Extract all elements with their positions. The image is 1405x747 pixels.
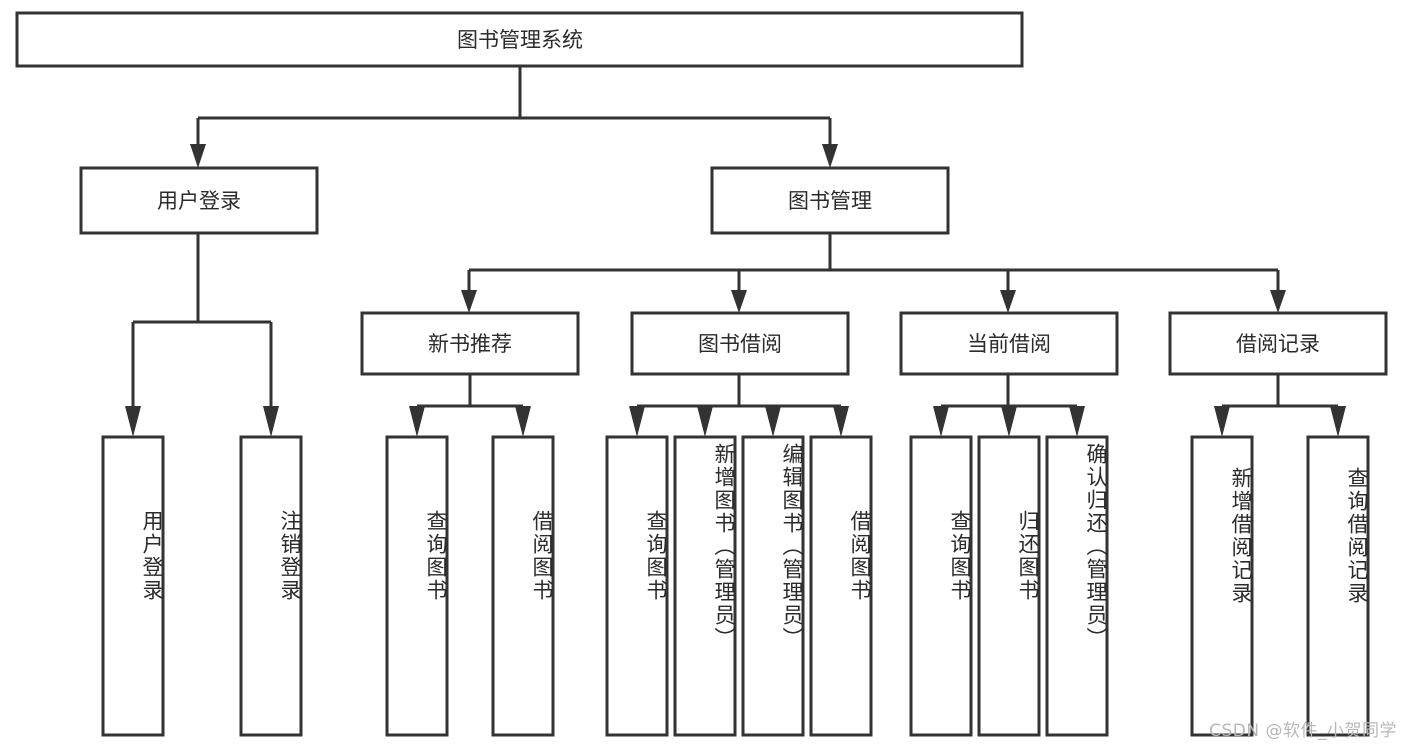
label-new-book-recommend: 新书推荐 xyxy=(428,332,512,356)
leaf-borrow-edit-admin[interactable] xyxy=(741,435,805,737)
arrow-borrow-leaf-1 xyxy=(629,406,645,437)
node-current-borrow[interactable] xyxy=(899,311,1119,376)
leaf-borrow-borrow[interactable] xyxy=(809,435,873,737)
arrow-new-book-leaf-1 xyxy=(409,406,425,437)
label-root-system: 图书管理系统 xyxy=(457,28,583,52)
leaf-record-add[interactable] xyxy=(1190,435,1254,737)
label-borrow-record: 借阅记录 xyxy=(1236,332,1320,356)
arrow-new-book-leaf-2 xyxy=(515,406,531,437)
node-book-management[interactable] xyxy=(710,166,950,235)
arrow-root-to-book-mgmt xyxy=(822,144,838,168)
leaf-user-login-login[interactable] xyxy=(101,435,165,737)
leaf-current-confirm-admin[interactable] xyxy=(1045,435,1109,737)
leaf-user-login-logout[interactable] xyxy=(239,435,303,737)
leaf-borrow-add-admin[interactable] xyxy=(673,435,737,737)
leaf-current-return[interactable] xyxy=(977,435,1041,737)
leaf-new-book-borrow[interactable] xyxy=(491,435,555,737)
arrow-book-mgmt-to-new-book xyxy=(461,290,477,313)
arrow-root-to-user-login xyxy=(190,144,206,168)
leaf-current-query[interactable] xyxy=(909,435,973,737)
label-user-login: 用户登录 xyxy=(157,189,241,213)
arrow-record-leaf-2 xyxy=(1330,406,1346,437)
arrow-current-leaf-2 xyxy=(1001,406,1017,437)
label-book-management: 图书管理 xyxy=(788,189,872,213)
arrow-current-leaf-1 xyxy=(933,406,949,437)
arrow-user-login-leaf-2 xyxy=(263,406,279,437)
arrow-borrow-leaf-4 xyxy=(833,406,849,437)
node-user-login[interactable] xyxy=(79,166,319,235)
node-root-system[interactable] xyxy=(15,11,1024,68)
arrow-current-leaf-3 xyxy=(1069,406,1085,437)
watermark-text: CSDN @软件_小贺同学 xyxy=(1209,721,1397,741)
arrow-borrow-leaf-2 xyxy=(697,406,713,437)
node-new-book-recommend[interactable] xyxy=(360,311,580,376)
arrow-book-mgmt-to-current xyxy=(1000,290,1016,313)
arrow-book-mgmt-to-borrow xyxy=(731,290,747,313)
arrow-book-mgmt-to-record xyxy=(1270,290,1286,313)
arrow-borrow-leaf-3 xyxy=(765,406,781,437)
arrow-record-leaf-1 xyxy=(1214,406,1230,437)
label-book-borrow: 图书借阅 xyxy=(698,332,782,356)
box-layer xyxy=(15,11,1388,737)
node-book-borrow[interactable] xyxy=(630,311,850,376)
arrow-user-login-leaf-1 xyxy=(125,406,141,437)
label-current-borrow: 当前借阅 xyxy=(967,332,1051,356)
leaf-borrow-query[interactable] xyxy=(605,435,669,737)
leaf-new-book-query[interactable] xyxy=(385,435,449,737)
leaf-record-query[interactable] xyxy=(1306,435,1370,737)
node-borrow-record[interactable] xyxy=(1168,311,1388,376)
connector-layer xyxy=(125,66,1346,437)
horizontal-label-layer: 图书管理系统 用户登录 图书管理 新书推荐 图书借阅 当前借阅 借阅记录 xyxy=(157,28,1320,356)
